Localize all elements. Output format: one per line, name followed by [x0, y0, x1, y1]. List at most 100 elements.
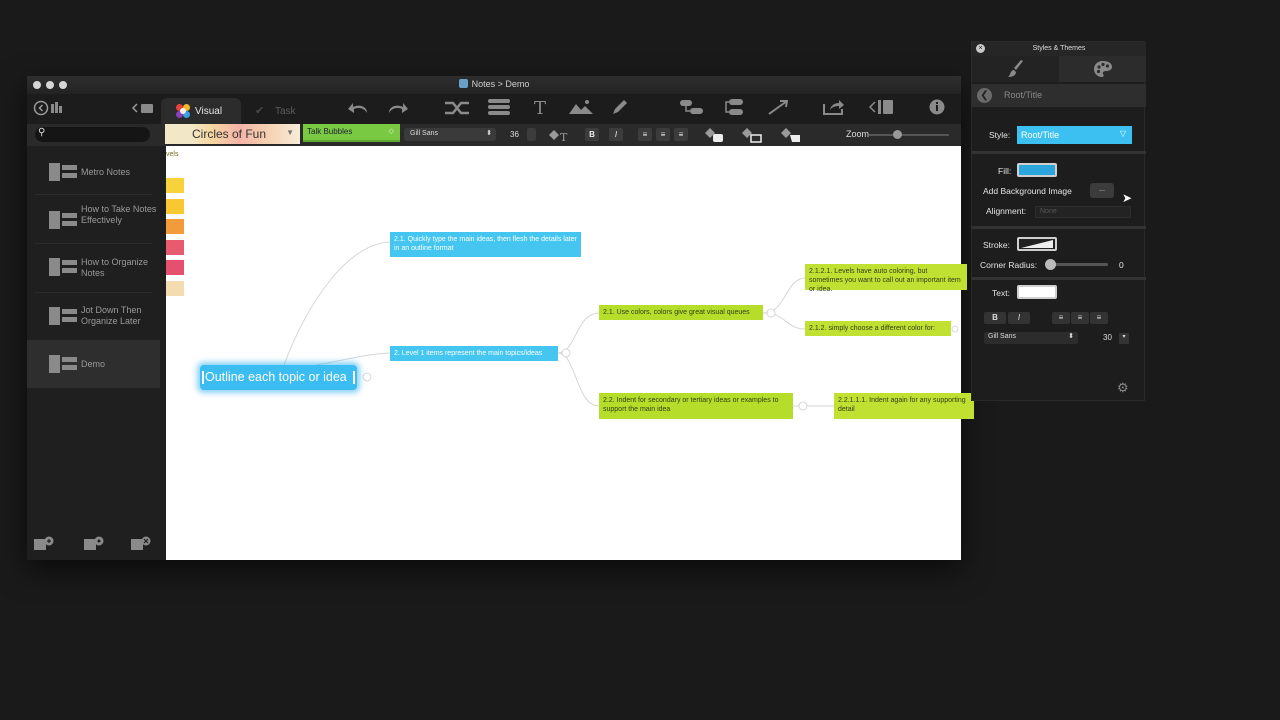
sidebar-item-demo[interactable]: Demo	[27, 340, 160, 388]
fill-color-icon[interactable]	[703, 125, 727, 145]
style-label: Style:	[989, 130, 1011, 140]
italic-button[interactable]: I	[1008, 312, 1030, 324]
root-topic-node[interactable]: Outline each topic or idea	[200, 365, 357, 390]
bold-button[interactable]: B	[585, 128, 599, 141]
topic-node-2[interactable]: 2. Level 1 items represent the main topi…	[390, 346, 558, 361]
sidebar: Metro Notes How to Take Notes Effectivel…	[27, 146, 160, 560]
align-right-button[interactable]: ≡	[674, 128, 688, 141]
shuffle-icon[interactable]	[443, 99, 471, 117]
fill-color-well[interactable]	[1017, 163, 1057, 177]
sidebar-toggle-icon[interactable]	[131, 100, 155, 116]
document-icon	[49, 258, 77, 276]
stroke-color-icon[interactable]	[740, 125, 764, 145]
font-size-value[interactable]: 36	[510, 130, 519, 139]
minimize-window-button[interactable]	[46, 81, 54, 89]
topic-node-2-1-colors[interactable]: 2.1. Use colors, colors give great visua…	[599, 305, 763, 320]
document-icon	[49, 355, 77, 373]
document-settings-icon[interactable]	[83, 536, 105, 552]
info-icon[interactable]	[929, 98, 947, 116]
stroke-preview-icon	[1021, 240, 1053, 248]
close-panel-button[interactable]: ×	[976, 44, 985, 53]
align-center-button[interactable]: ≡	[1071, 312, 1089, 324]
tab-visual[interactable]: Visual	[161, 98, 241, 124]
style-dropdown[interactable]: Root/Title▽	[1017, 126, 1132, 144]
gear-icon[interactable]: ⚙	[1117, 380, 1129, 395]
divider	[972, 226, 1146, 229]
panel-title: Styles & Themes	[972, 42, 1146, 56]
close-window-button[interactable]	[33, 81, 41, 89]
sidebar-item-how-to-take-notes[interactable]: How to Take Notes Effectively	[27, 195, 160, 243]
topic-node-2-2-1-1-1[interactable]: 2.2.1.1.1. Indent again for any supporti…	[834, 393, 974, 419]
align-left-button[interactable]: ≡	[638, 128, 652, 141]
font-dropdown[interactable]: Gill Sans⬍	[984, 332, 1078, 344]
divider	[972, 151, 1146, 154]
chevron-down-icon[interactable]: ▾	[1119, 333, 1129, 344]
color-swatch[interactable]	[166, 198, 184, 214]
back-icon[interactable]	[33, 100, 65, 116]
text-color-icon[interactable]: T	[547, 126, 571, 144]
shape-style-icon[interactable]	[779, 125, 803, 145]
tab-themes[interactable]	[1059, 56, 1146, 82]
sidebar-item-label: How to Take Notes Effectively	[81, 204, 157, 225]
list-icon[interactable]	[487, 98, 511, 116]
zoom-slider[interactable]	[869, 134, 949, 136]
align-left-button[interactable]: ≡	[1052, 312, 1070, 324]
theme-dropdown[interactable]: Circles of Fun▼	[165, 124, 300, 144]
undo-icon[interactable]	[347, 99, 371, 117]
collapse-panel-icon[interactable]	[868, 98, 895, 116]
corner-radius-handle[interactable]	[1045, 259, 1056, 270]
divider	[35, 292, 152, 293]
bubble-style-value: Talk Bubbles	[307, 127, 353, 136]
background-image-label: Add Background Image	[983, 186, 1072, 196]
back-icon[interactable]: ❮	[977, 88, 992, 103]
branch-icon[interactable]	[725, 98, 745, 116]
font-size-stepper[interactable]	[527, 128, 536, 141]
corner-radius-slider[interactable]	[1048, 263, 1108, 266]
choose-background-image-button[interactable]: ...	[1090, 183, 1114, 198]
topic-node-2-1-2[interactable]: 2.1.2. simply choose a different color f…	[805, 321, 951, 336]
arrow-icon[interactable]	[767, 98, 791, 116]
color-swatch[interactable]	[166, 219, 184, 234]
tab-task[interactable]: ✔ Task	[245, 98, 305, 124]
topic-node-2-2[interactable]: 2.2. Indent for secondary or tertiary id…	[599, 393, 793, 419]
bold-button[interactable]: B	[984, 312, 1006, 324]
zoom-window-button[interactable]	[59, 81, 67, 89]
font-value: Gill Sans	[410, 130, 439, 137]
divider	[35, 243, 152, 244]
chevron-down-icon: ◇	[388, 128, 394, 135]
alignment-dropdown[interactable]: None	[1035, 206, 1131, 218]
bubble-style-dropdown[interactable]: Talk Bubbles ◇	[303, 124, 400, 142]
topic-node-2-1-2-1[interactable]: 2.1.2.1. Levels have auto coloring, but …	[805, 264, 967, 293]
document-icon	[49, 163, 77, 181]
styles-themes-panel: Styles & Themes × ❮ Root/Title Style: Ro…	[971, 41, 1146, 401]
color-swatch[interactable]	[166, 260, 184, 275]
share-icon[interactable]	[822, 98, 846, 116]
italic-button[interactable]: I	[609, 128, 623, 141]
color-swatch[interactable]	[166, 280, 184, 296]
color-swatch[interactable]	[166, 178, 184, 193]
add-document-icon[interactable]	[33, 536, 55, 552]
sidebar-item-jot-down[interactable]: Jot Down Then Organize Later	[27, 293, 160, 341]
corner-radius-label: Corner Radius:	[980, 260, 1038, 270]
redo-icon[interactable]	[385, 99, 409, 117]
text-icon[interactable]: T	[534, 98, 547, 119]
stepper-icon: ⬍	[486, 130, 492, 137]
search-field[interactable]: ⚲	[35, 127, 150, 142]
sidebar-item-how-to-organize-notes[interactable]: How to Organize Notes	[27, 244, 160, 292]
delete-document-icon[interactable]	[130, 536, 152, 552]
tab-styles[interactable]	[972, 56, 1059, 82]
zoom-slider-handle[interactable]	[893, 130, 902, 139]
color-swatch[interactable]	[166, 239, 184, 255]
connector-icon[interactable]	[679, 98, 705, 116]
topic-node-2-1[interactable]: 2.1. Quickly type the main ideas, then f…	[390, 232, 581, 257]
pencil-icon[interactable]	[610, 97, 630, 117]
stroke-style-well[interactable]	[1017, 237, 1057, 251]
mind-map-canvas[interactable]: vels 2.1. Quickly type the main ideas, t…	[166, 146, 974, 560]
font-size-field[interactable]: 30▾	[1099, 333, 1131, 344]
sidebar-item-metro-notes[interactable]: Metro Notes	[27, 147, 160, 195]
align-right-button[interactable]: ≡	[1090, 312, 1108, 324]
align-center-button[interactable]: ≡	[656, 128, 670, 141]
image-icon[interactable]	[568, 98, 594, 116]
text-color-well[interactable]	[1017, 285, 1057, 299]
font-dropdown[interactable]: Gill Sans ⬍	[404, 128, 496, 141]
